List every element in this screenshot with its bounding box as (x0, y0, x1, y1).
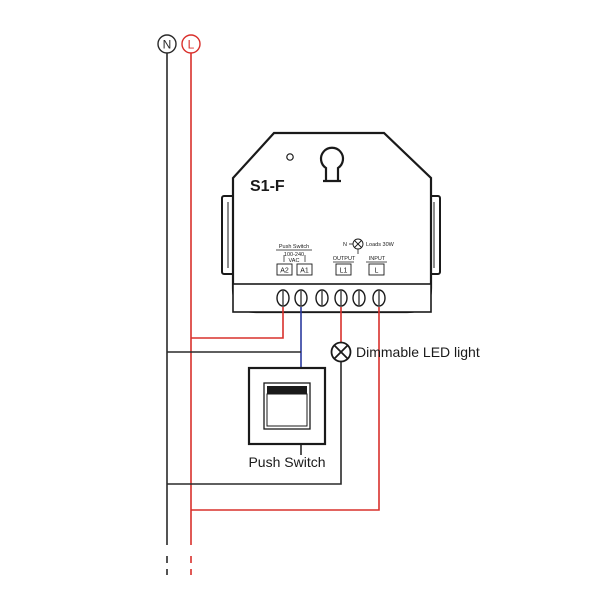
load-caption: Loads 30W (366, 242, 395, 248)
screw-terminal (352, 289, 366, 307)
terminal-label-l: L (368, 263, 385, 276)
rail-continuation (166, 556, 192, 575)
live-to-a2-wire (191, 307, 284, 339)
controller-module: S1-F Push Switch 100-240 VAC N Loads 30W… (221, 131, 441, 314)
lamp-to-neutral-wire (167, 362, 342, 485)
neutral-symbol: N (157, 34, 177, 54)
live-label: L (188, 38, 195, 52)
screw-terminals (276, 289, 386, 307)
hook-icon (319, 146, 345, 183)
lamp-label: Dimmable LED light (356, 344, 480, 360)
input-caption: INPUT (369, 256, 386, 262)
model-name: S1-F (250, 178, 285, 195)
push-switch-label: Push Switch (248, 454, 325, 470)
terminal-strip (232, 283, 432, 313)
voltage-caption-line1: 100-240 (284, 252, 304, 258)
terminal-label-l1: L1 (335, 263, 352, 276)
terminal-label-a2: A2 (276, 263, 293, 276)
screw-terminal (276, 289, 290, 307)
svg-text:L1: L1 (340, 268, 348, 275)
terminal-label-a1: A1 (296, 263, 313, 276)
indicator-led-icon (286, 153, 294, 161)
svg-text:A1: A1 (300, 268, 309, 275)
voltage-caption-line2: VAC (289, 258, 300, 264)
screw-terminal (334, 289, 348, 307)
svg-text:L: L (375, 268, 379, 275)
neutral-label: N (163, 38, 172, 52)
screw-terminal (294, 289, 308, 307)
push-switch-caption: Push Switch (279, 244, 309, 250)
input-to-live-wire (191, 307, 380, 511)
push-switch-icon (247, 366, 327, 446)
output-caption: OUTPUT (333, 256, 356, 262)
svg-text:A2: A2 (280, 268, 289, 275)
screw-terminal (372, 289, 386, 307)
live-symbol: L (181, 34, 201, 54)
load-n-label: N (343, 242, 347, 248)
screw-terminal (315, 289, 329, 307)
load-symbol: N Loads 30W (343, 238, 395, 254)
lamp-icon (330, 341, 352, 363)
